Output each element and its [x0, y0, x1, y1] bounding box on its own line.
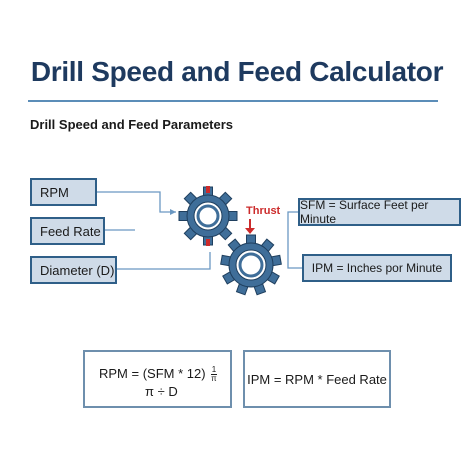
output-box-sfm: SFM = Surface Feet per Minute [298, 198, 461, 226]
section-subtitle: Drill Speed and Feed Parameters [30, 117, 234, 132]
input-box-rpm: RPM [30, 178, 97, 206]
thrust-arrow-icon [245, 219, 255, 234]
output-label-ipm: IPM = Inches por Minute [311, 261, 443, 275]
rpm-formula-box: RPM = (SFM * 12) 1 π π ÷ D [83, 350, 232, 408]
gear-icon [178, 186, 238, 246]
ipm-formula-box: IPM = RPM * Feed Rate [243, 350, 391, 408]
thrust-label: Thrust [246, 205, 281, 217]
ipm-formula-text: IPM = RPM * Feed Rate [247, 371, 387, 387]
input-label-rpm: RPM [40, 184, 69, 200]
output-box-ipm: IPM = Inches por Minute [302, 254, 452, 282]
rpm-formula-fraction: 1 π [211, 365, 217, 384]
input-box-feed-rate: Feed Rate [30, 217, 105, 245]
rpm-formula-text: RPM = (SFM * 12) [99, 366, 206, 381]
input-label-feed-rate: Feed Rate [40, 223, 101, 239]
input-label-diameter: Diameter (D) [40, 262, 115, 278]
rpm-formula-denominator: π ÷ D [145, 384, 178, 399]
title-divider [28, 100, 438, 102]
gear-icon [220, 234, 282, 296]
page-title: Drill Speed and Feed Calculator [30, 56, 444, 87]
output-label-sfm: SFM = Surface Feet per Minute [300, 198, 429, 226]
input-box-diameter: Diameter (D) [30, 256, 117, 284]
